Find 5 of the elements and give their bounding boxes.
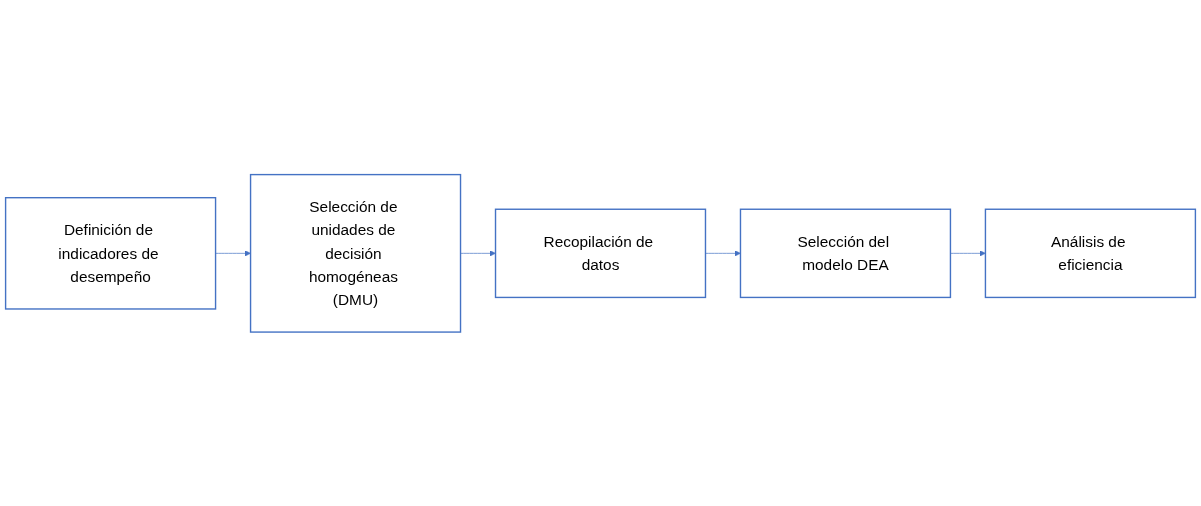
node-box: Definición de indicadores de desempeño [4, 196, 217, 310]
node-box: Selección de unidades de decisión homogéneas (DMU) [249, 173, 462, 333]
node-box: Análisis de eficiencia [984, 208, 1197, 298]
node-box: Recopilación de datos [494, 208, 707, 298]
node-box: Selección del modelo DEA [739, 208, 952, 298]
